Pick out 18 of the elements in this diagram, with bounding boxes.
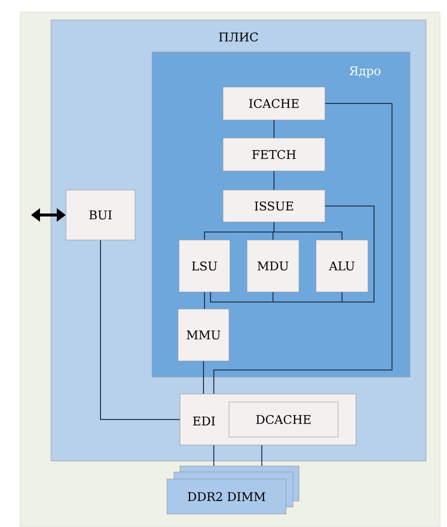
connector-line — [203, 360, 204, 394]
block-box: ICACHE — [222, 86, 326, 120]
block-box: DCACHE — [228, 402, 338, 438]
connector-line — [261, 444, 262, 466]
block-box: ALU — [316, 240, 368, 292]
block-box: MDU — [246, 240, 300, 292]
memory-module-stack: DDR2 DIMM — [166, 466, 300, 514]
connector-line — [100, 240, 180, 420]
block-box: FETCH — [222, 138, 326, 172]
connector-line — [204, 292, 205, 310]
connector-line — [213, 444, 214, 466]
block-box: MMU — [178, 308, 230, 362]
connector-line — [213, 103, 392, 394]
block-box: BUI — [66, 190, 136, 240]
block-box: LSU — [178, 240, 230, 292]
connector-line — [274, 222, 342, 240]
block-box: ISSUE — [222, 190, 326, 222]
connector-line — [324, 206, 374, 302]
